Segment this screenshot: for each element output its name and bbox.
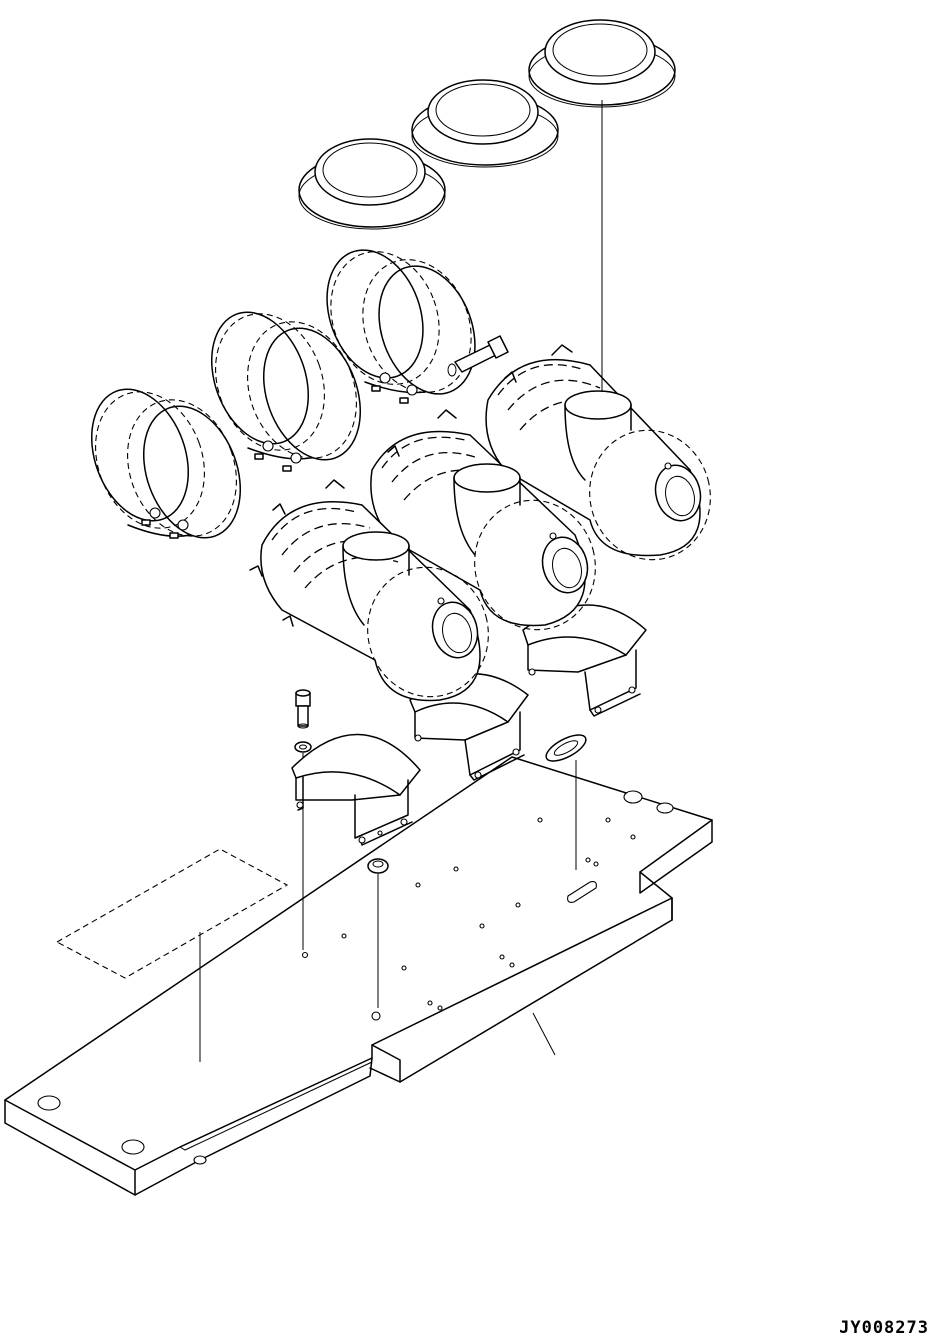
air-cleaner-rear — [485, 344, 711, 561]
mounting-plate — [4, 756, 713, 1196]
label-plate — [55, 848, 289, 1062]
air-cleaner-middle — [370, 409, 596, 631]
band-clamps — [90, 249, 476, 539]
air-cleaner-front — [249, 479, 489, 702]
end-caps — [298, 19, 676, 392]
fastener-parts — [294, 689, 587, 1008]
dust-indicator — [447, 335, 509, 377]
drawing-id-label: JY008273 — [839, 1318, 929, 1338]
